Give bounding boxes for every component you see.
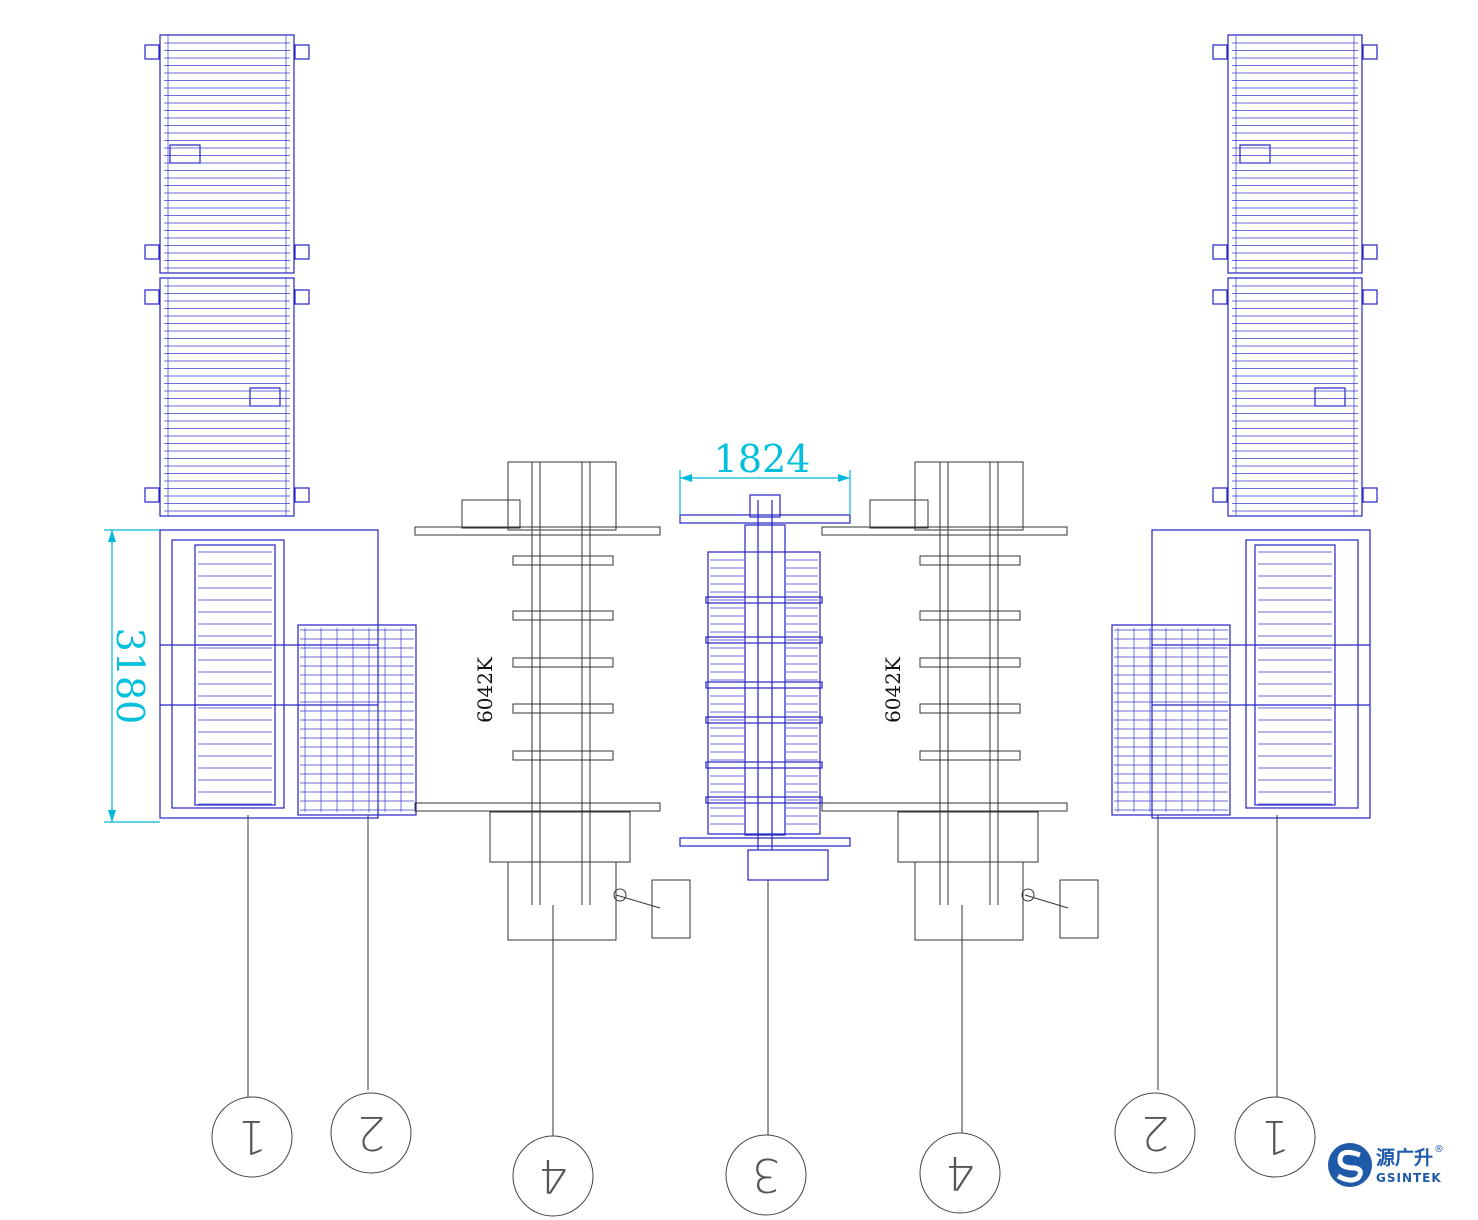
dimension-width: 1824 — [679, 437, 851, 515]
right-loading-station — [1111, 529, 1371, 819]
right-machine-model: 6042K — [881, 656, 905, 723]
svg-text:4: 4 — [945, 1146, 974, 1200]
balloon-4-left: 4 — [512, 1135, 594, 1217]
leader-lines — [247, 815, 1278, 1137]
right-second-conveyor — [1212, 277, 1378, 517]
svg-text:3: 3 — [751, 1148, 780, 1202]
svg-text:1: 1 — [237, 1110, 266, 1164]
svg-text:2: 2 — [356, 1106, 385, 1160]
center-transfer-unit — [679, 494, 851, 881]
logo-brand-cn: 源广升 — [1376, 1146, 1433, 1169]
left-top-conveyor — [144, 34, 310, 274]
balloon-4-right: 4 — [919, 1132, 1001, 1214]
dimension-width-label: 1824 — [714, 437, 811, 481]
balloon-1-left: 1 — [211, 1096, 293, 1178]
svg-text:1: 1 — [1260, 1110, 1289, 1164]
logo-registered: ® — [1434, 1144, 1444, 1155]
left-machine-model: 6042K — [473, 656, 497, 723]
dimension-height: 3180 — [104, 529, 160, 823]
brand-logo: 源广升 ® GSINTEK — [1328, 1143, 1444, 1187]
balloon-2-left: 2 — [330, 1092, 412, 1174]
left-machine — [414, 461, 691, 941]
svg-text:4: 4 — [538, 1149, 567, 1203]
conveyor-rollers — [164, 35, 1358, 516]
left-loading-station — [159, 529, 417, 819]
balloon-2-right: 2 — [1114, 1092, 1196, 1174]
balloon-1-right: 1 — [1234, 1096, 1316, 1178]
dimension-height-label: 3180 — [108, 628, 152, 725]
svg-text:2: 2 — [1140, 1106, 1169, 1160]
logo-brand-en: GSINTEK — [1376, 1171, 1442, 1185]
right-machine — [821, 461, 1099, 941]
balloon-3-center: 3 — [725, 1134, 807, 1216]
left-second-conveyor — [144, 277, 310, 517]
right-top-conveyor — [1212, 34, 1378, 274]
